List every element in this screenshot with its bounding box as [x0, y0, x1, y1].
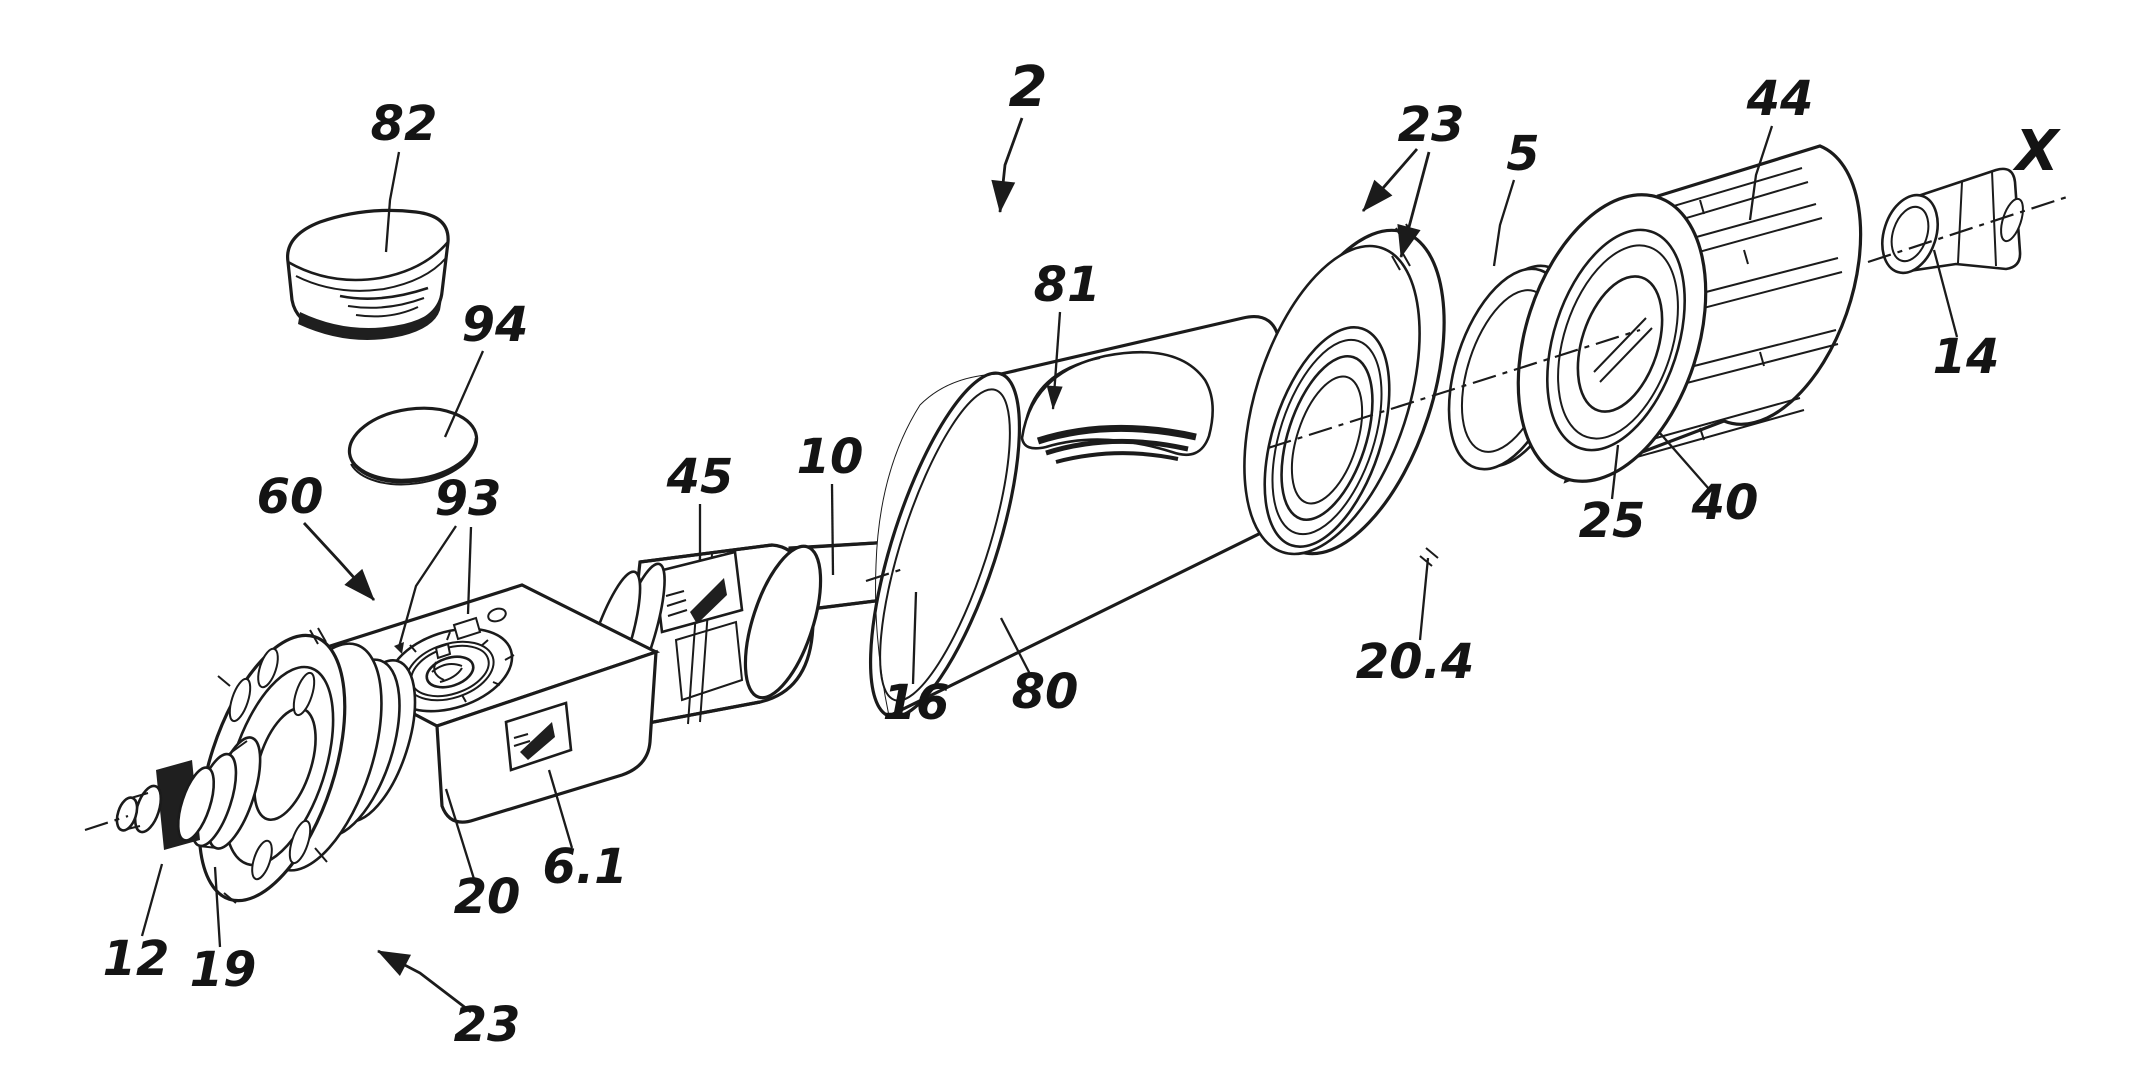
ref-label-20.4: 20.4 — [1356, 634, 1474, 690]
part-end-sleeve-45 — [620, 543, 823, 730]
ref-label-94: 94 — [462, 297, 529, 353]
leader-line-94 — [443, 350, 485, 438]
leader-line-23 — [1397, 151, 1431, 258]
leader-line-80 — [999, 617, 1033, 677]
pawl-parts-93 — [394, 607, 507, 660]
axis-line — [84, 194, 2071, 832]
part-axle-end-cap-12 — [115, 760, 216, 850]
ref-label-16: 16 — [883, 675, 950, 731]
ref-label-81: 81 — [1034, 257, 1101, 313]
axis-centerline-segment — [865, 566, 907, 583]
leader-line-40 — [1658, 431, 1710, 490]
part-hub-shell-20 — [297, 562, 666, 824]
annotation-layer: 82 94 60 93 45 10 2 81 23 5 44 14 40 25 20.4 80 16 6.1 20 1… — [103, 55, 2000, 1053]
ref-label-45: 45 — [666, 449, 734, 505]
ref-label-93: 93 — [435, 471, 502, 527]
ref-label-23: 23 — [1398, 97, 1465, 153]
ref-label-23: 23 — [454, 997, 521, 1053]
part-ring-23-right — [1243, 223, 1446, 567]
ref-label-6.1: 6.1 — [542, 839, 627, 895]
ref-label-19: 19 — [190, 942, 257, 998]
ref-label-10: 10 — [797, 429, 864, 485]
leader-line-5 — [1492, 179, 1516, 267]
ref-label-5: 5 — [1506, 126, 1539, 182]
ref-label-80: 80 — [1012, 664, 1079, 720]
leader-line-25 — [1610, 444, 1620, 500]
leader-line-82 — [384, 151, 401, 253]
ref-label-82: 82 — [371, 96, 438, 152]
leader-line-44 — [1748, 125, 1774, 221]
ref-label-44: 44 — [1746, 71, 1814, 127]
leader-line-12 — [140, 863, 164, 937]
part-freehub-body-44 — [1516, 144, 1863, 484]
leader-line-60 — [302, 522, 376, 601]
axis-centerline-segment — [1267, 328, 1641, 450]
part-sleeve-80 — [868, 315, 1298, 719]
leader-line-16 — [911, 591, 918, 685]
window-6-1 — [504, 701, 573, 772]
ref-label-20: 20 — [454, 869, 521, 925]
ref-label-40: 40 — [1691, 475, 1759, 531]
leader-line-14 — [1932, 249, 1959, 338]
window-81 — [1020, 350, 1214, 464]
window-45 — [653, 550, 744, 634]
leader-line-23 — [377, 949, 472, 1014]
ref-label-12: 12 — [103, 931, 170, 987]
ref-label-60: 60 — [257, 469, 324, 525]
part-end-nut-14 — [1881, 167, 2024, 275]
leader-line-93 — [466, 526, 473, 615]
part-disc-94 — [347, 406, 479, 486]
axis-centerline-segment — [84, 814, 129, 832]
leader-line-10 — [830, 483, 835, 576]
axis-centerline-segment — [1867, 194, 2071, 264]
leader-line-81 — [1046, 311, 1063, 410]
axis-label-x: X — [2012, 119, 2061, 184]
part-cap-82 — [286, 208, 450, 340]
leader-line-20.4 — [1418, 557, 1430, 641]
leader-line-93 — [397, 525, 457, 648]
ratchet-ring-60 — [386, 627, 515, 713]
ref-label-25: 25 — [1579, 493, 1646, 549]
ref-label-2: 2 — [1009, 55, 1048, 120]
leader-line-23 — [1361, 148, 1419, 212]
leader-line-2 — [991, 117, 1024, 213]
leader-line-6.1 — [547, 769, 574, 849]
leader-line-20 — [444, 788, 476, 880]
ref-label-14: 14 — [1933, 329, 2000, 385]
leader-line-19 — [213, 866, 222, 948]
